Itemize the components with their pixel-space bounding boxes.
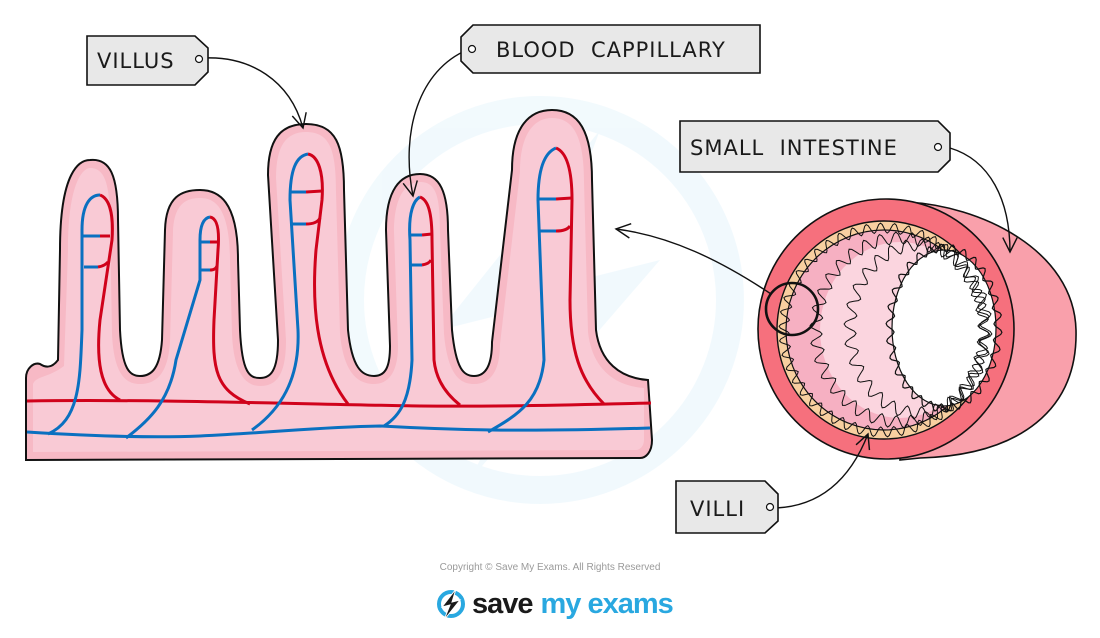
brand-text-save: save — [472, 587, 534, 620]
tag-villus: VILLUS — [86, 35, 209, 86]
brand-logo: save my exams — [436, 586, 674, 622]
villi-fold-ring — [843, 238, 993, 420]
intestine-pointer-arrow — [949, 147, 1018, 254]
capillary-loop-3 — [251, 152, 350, 432]
label-villus: VILLUS — [97, 49, 175, 73]
tag-small-intestine: SMALL INTESTINE — [679, 120, 951, 173]
villus-pointer-arrow — [203, 57, 307, 130]
copyright-text: Copyright © Save My Exams. All Rights Re… — [439, 562, 661, 573]
villi-fold-ring — [885, 243, 1003, 413]
zoom-pointer-arrow — [614, 223, 772, 295]
lightning-bolt-icon — [437, 588, 465, 621]
magnify-circle — [764, 281, 820, 337]
tag-hole-icon — [194, 54, 204, 64]
tag-hole-icon — [467, 44, 477, 54]
villi-pointer-arrow — [775, 432, 871, 509]
tag-hole-icon — [933, 142, 943, 152]
tag-villi: VILLI — [675, 480, 779, 534]
label-small-intestine: SMALL INTESTINE — [690, 136, 898, 160]
capillary-loop-4 — [383, 195, 461, 428]
capillary-loop-2 — [125, 215, 251, 440]
capillary-loop-5 — [487, 146, 606, 434]
villi-inner-tissue — [33, 118, 644, 452]
capillary-pointer-arrow — [402, 49, 468, 198]
small-intestine-drawing — [757, 198, 1077, 461]
label-blood-capillary: BLOOD CAPPILLARY — [496, 38, 726, 62]
tag-hole-icon — [765, 502, 775, 512]
vein-main — [26, 424, 651, 439]
tag-blood-capillary: BLOOD CAPPILLARY — [460, 24, 761, 74]
villi-section — [25, 108, 654, 462]
label-villi: VILLI — [690, 497, 745, 521]
capillary-loop-1 — [47, 193, 121, 436]
brand-text-myexams: my exams — [540, 587, 674, 620]
intestine-villi-folds — [778, 222, 1003, 438]
